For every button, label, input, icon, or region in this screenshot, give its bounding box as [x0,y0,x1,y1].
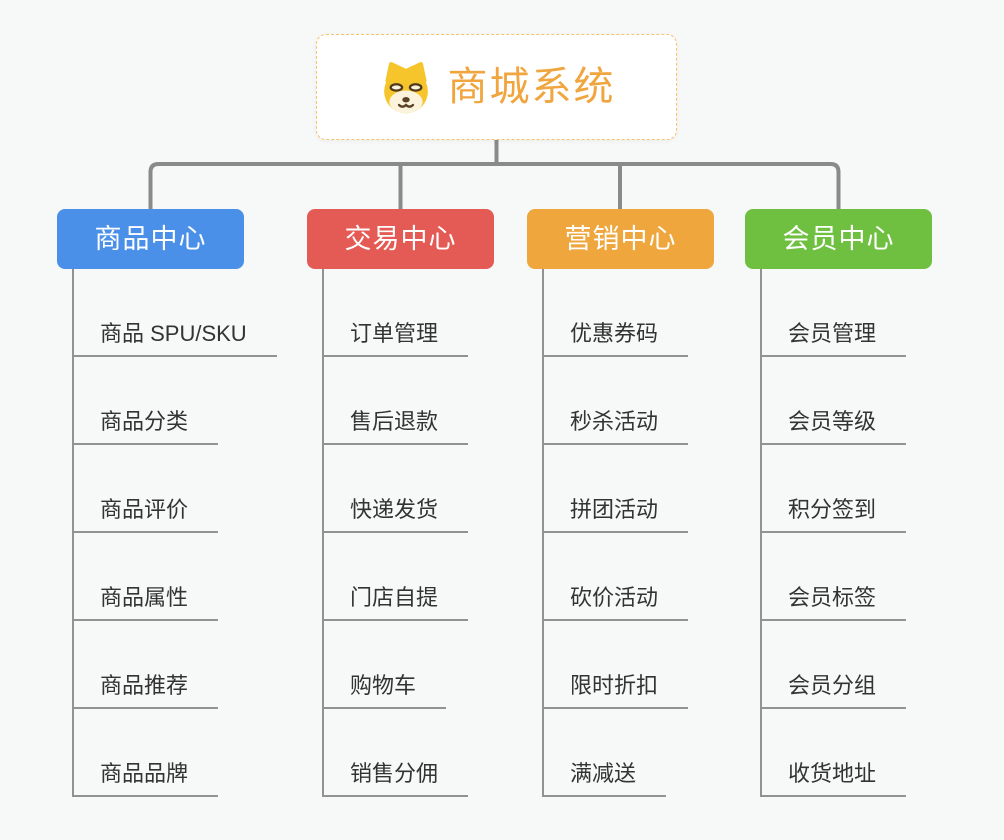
branch-topic-label: 交易中心 [344,223,457,254]
leaf-topic-node[interactable]: 订单管理 [324,269,469,357]
leaf-topic-label: 会员标签 [788,584,877,610]
leaf-topic-label: 砍价活动 [570,584,659,610]
leaf-topic-node[interactable]: 商品推荐 [74,621,219,709]
leaf-topic-label: 会员等级 [788,408,877,434]
branch-children-list: 会员管理 会员等级 积分签到 会员标签 会员分组 收货地址 [760,269,907,797]
leaf-topic-label: 购物车 [350,672,417,698]
leaf-topic-node[interactable]: 商品 SPU/SKU [74,269,277,357]
leaf-topic-label: 商品 SPU/SKU [100,320,247,346]
leaf-topic-node[interactable]: 商品分类 [74,357,219,445]
leaf-topic-label: 满减送 [570,760,637,786]
leaf-topic-label: 秒杀活动 [570,408,659,434]
branch-topic-label: 商品中心 [94,223,207,254]
leaf-topic-node[interactable]: 限时折扣 [544,621,689,709]
branch-topic-label: 营销中心 [564,223,677,254]
branch-group: 商品中心 商品 SPU/SKU 商品分类 商品评价 商品属性 商品推荐 商品品牌 [57,209,277,797]
branch-topic-node[interactable]: 交易中心 [307,209,494,269]
leaf-topic-node[interactable]: 满减送 [544,709,667,797]
leaf-topic-label: 商品推荐 [100,672,189,698]
leaf-topic-label: 商品评价 [100,496,189,522]
root-topic-node[interactable]: 商城系统 [316,34,677,140]
branch-rail-line [148,162,841,209]
leaf-topic-label: 限时折扣 [570,672,659,698]
leaf-topic-node[interactable]: 商品评价 [74,445,219,533]
leaf-topic-label: 优惠券码 [570,320,659,346]
branch-group: 交易中心 订单管理 售后退款 快递发货 门店自提 购物车 销售分佣 [307,209,494,797]
leaf-topic-node[interactable]: 商品属性 [74,533,219,621]
branch-children-list: 商品 SPU/SKU 商品分类 商品评价 商品属性 商品推荐 商品品牌 [72,269,277,797]
doge-face-icon [378,59,434,115]
leaf-topic-label: 积分签到 [788,496,877,522]
leaf-topic-node[interactable]: 售后退款 [324,357,469,445]
leaf-topic-node[interactable]: 会员分组 [762,621,907,709]
leaf-topic-label: 快递发货 [350,496,439,522]
branch-group: 会员中心 会员管理 会员等级 积分签到 会员标签 会员分组 收货地址 [745,209,932,797]
leaf-topic-label: 会员分组 [788,672,877,698]
leaf-topic-node[interactable]: 砍价活动 [544,533,689,621]
leaf-topic-node[interactable]: 快递发货 [324,445,469,533]
branch-topic-node[interactable]: 商品中心 [57,209,244,269]
branch-children-list: 优惠券码 秒杀活动 拼团活动 砍价活动 限时折扣 满减送 [542,269,689,797]
leaf-topic-node[interactable]: 积分签到 [762,445,907,533]
leaf-topic-label: 销售分佣 [350,760,439,786]
leaf-topic-node[interactable]: 购物车 [324,621,447,709]
root-topic-label: 商城系统 [447,65,616,109]
leaf-topic-label: 门店自提 [350,584,439,610]
leaf-topic-label: 拼团活动 [570,496,659,522]
leaf-topic-label: 收货地址 [788,760,877,786]
leaf-topic-node[interactable]: 会员标签 [762,533,907,621]
leaf-topic-node[interactable]: 收货地址 [762,709,907,797]
leaf-topic-label: 售后退款 [350,408,439,434]
leaf-topic-label: 会员管理 [788,320,877,346]
branch-group: 营销中心 优惠券码 秒杀活动 拼团活动 砍价活动 限时折扣 满减送 [527,209,714,797]
branch-children-list: 订单管理 售后退款 快递发货 门店自提 购物车 销售分佣 [322,269,469,797]
branch-topic-label: 会员中心 [782,223,895,254]
leaf-topic-node[interactable]: 优惠券码 [544,269,689,357]
leaf-topic-node[interactable]: 会员管理 [762,269,907,357]
leaf-topic-node[interactable]: 拼团活动 [544,445,689,533]
leaf-topic-node[interactable]: 销售分佣 [324,709,469,797]
leaf-topic-node[interactable]: 商品品牌 [74,709,219,797]
leaf-topic-node[interactable]: 秒杀活动 [544,357,689,445]
leaf-topic-node[interactable]: 会员等级 [762,357,907,445]
leaf-topic-label: 商品属性 [100,584,189,610]
leaf-topic-label: 商品品牌 [100,760,189,786]
leaf-topic-label: 商品分类 [100,408,189,434]
branch-topic-node[interactable]: 营销中心 [527,209,714,269]
branch-topic-node[interactable]: 会员中心 [745,209,932,269]
leaf-topic-label: 订单管理 [350,320,439,346]
leaf-topic-node[interactable]: 门店自提 [324,533,469,621]
